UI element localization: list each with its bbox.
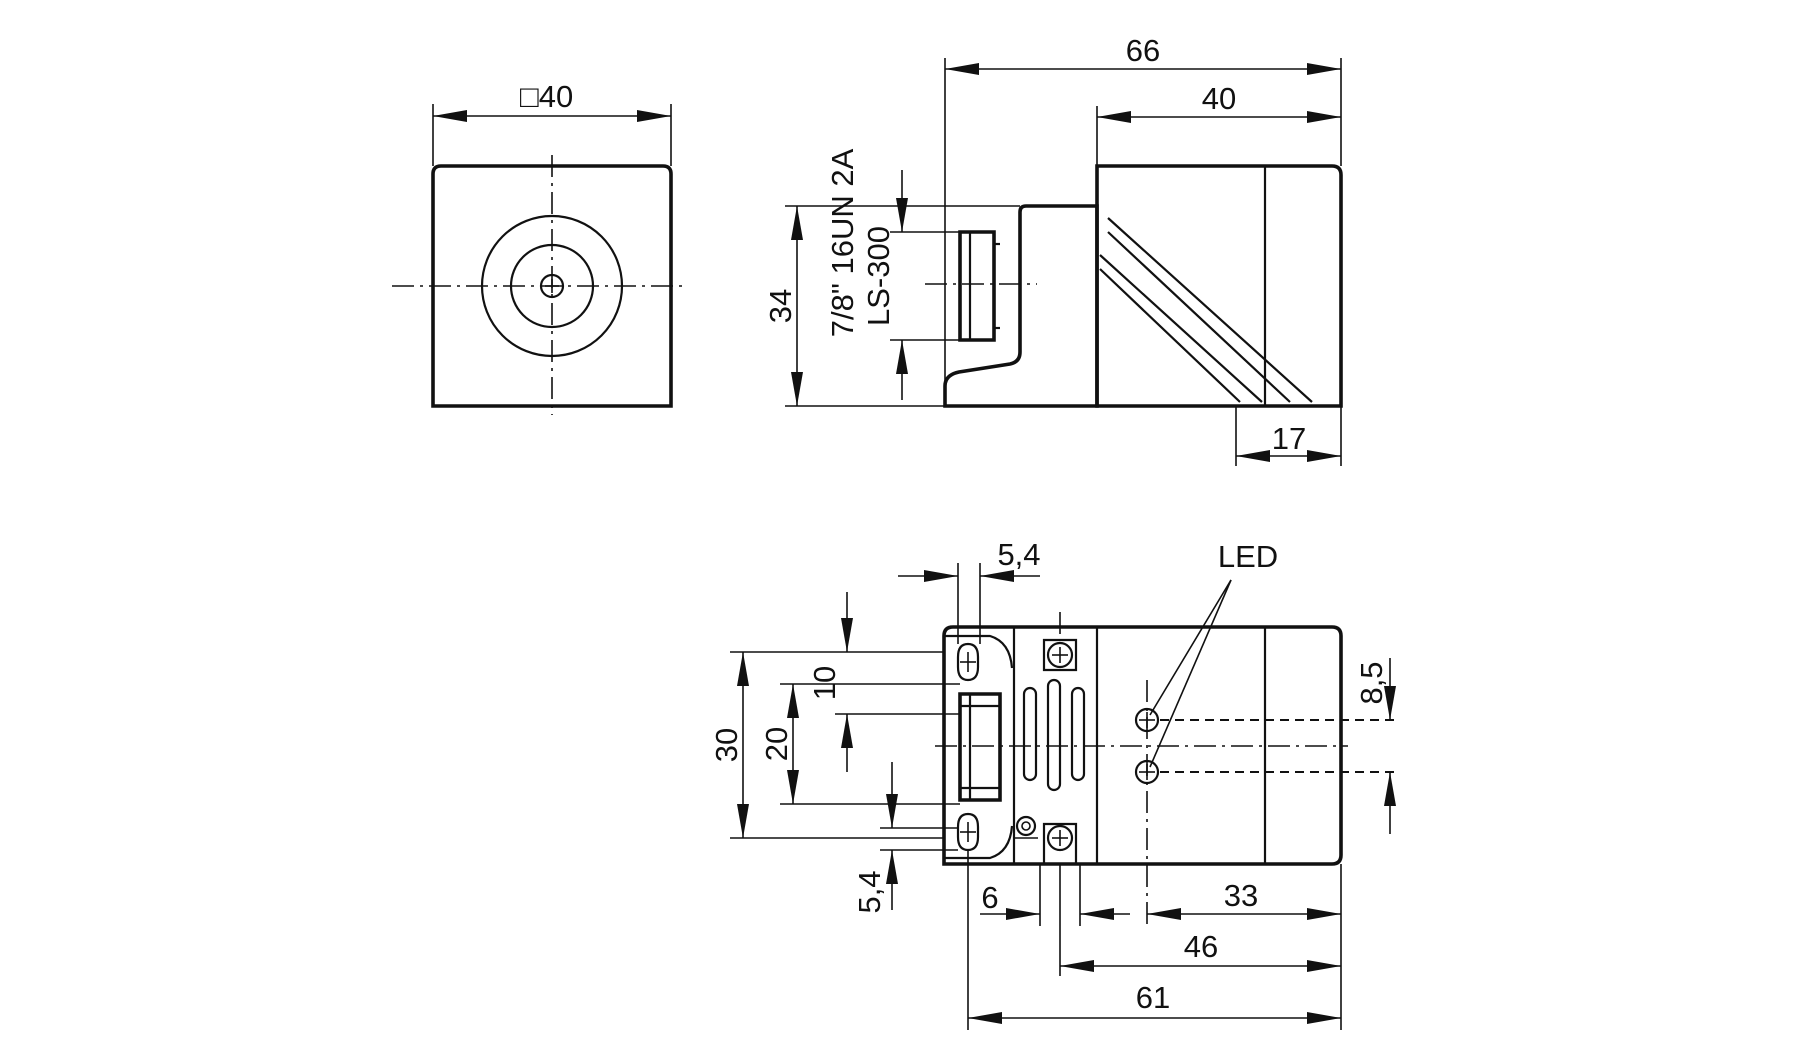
front-view: □40: [392, 79, 682, 415]
led-position-label: 33: [1224, 878, 1258, 913]
thread-standard-label: LS-300: [861, 226, 896, 326]
bottom-view: LED 5,4 30 20 10 5,4: [709, 537, 1400, 1030]
connector-span-inner-label: 20: [759, 727, 794, 761]
side-length-label: 66: [1126, 33, 1160, 68]
side-view: 66 40 34 7/8" 16UN 2A LS-300 17: [763, 33, 1343, 466]
slot-width-top-label: 5,4: [997, 537, 1040, 572]
led-spacing-label: 8,5: [1354, 661, 1389, 704]
connector-span-outer-label: 30: [709, 728, 744, 762]
side-head-length-label: 40: [1202, 81, 1236, 116]
slot-width-bottom-label: 5,4: [852, 870, 887, 913]
thread-spec-label: 7/8" 16UN 2A: [825, 148, 860, 337]
side-height-label: 34: [763, 289, 798, 323]
led-label: LED: [1218, 539, 1278, 574]
hole-offset-label: 6: [981, 880, 998, 915]
front-width-label: □40: [520, 79, 573, 114]
overall-length-label: 61: [1136, 980, 1170, 1015]
connector-offset-label: 10: [807, 666, 842, 700]
hole-distance-label: 46: [1184, 929, 1218, 964]
face-offset-label: 17: [1272, 421, 1306, 456]
